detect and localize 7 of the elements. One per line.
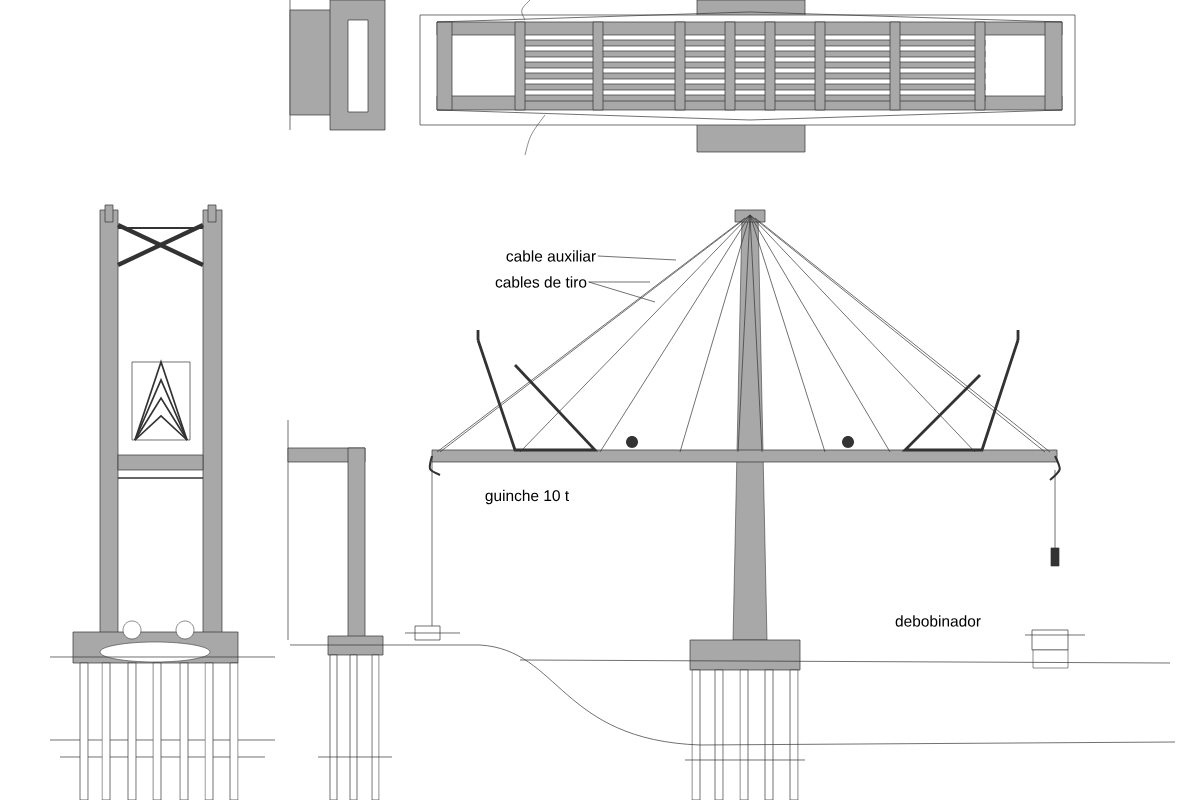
part-label: debobinador xyxy=(895,615,981,627)
leader-line xyxy=(588,281,656,303)
callout-text: cable auxiliar xyxy=(506,250,596,262)
part-label: guinche 10 t xyxy=(485,489,569,505)
callout-text: cables de tiro xyxy=(495,276,587,288)
leader-line xyxy=(588,281,651,283)
leader-line xyxy=(597,255,677,261)
